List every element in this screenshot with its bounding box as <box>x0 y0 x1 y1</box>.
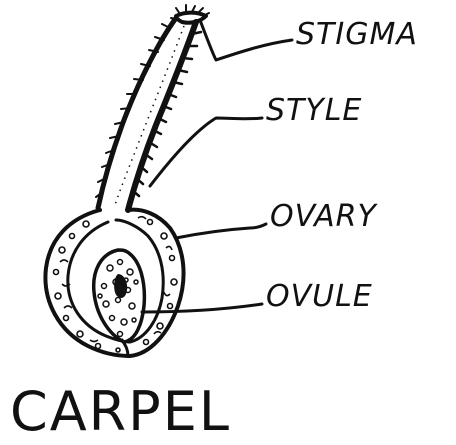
style-drawing <box>96 18 201 210</box>
label-style: STYLE <box>266 93 362 128</box>
label-ovary: OVARY <box>270 199 378 234</box>
label-ovule: OVULE <box>266 279 373 314</box>
leader-lines <box>142 20 292 312</box>
ovary-leader-line <box>176 224 266 238</box>
label-stigma: STIGMA <box>296 17 418 52</box>
diagram-title: CARPEL <box>10 380 231 443</box>
style-leader-line <box>150 118 262 186</box>
stigma-leader-line <box>200 20 292 60</box>
